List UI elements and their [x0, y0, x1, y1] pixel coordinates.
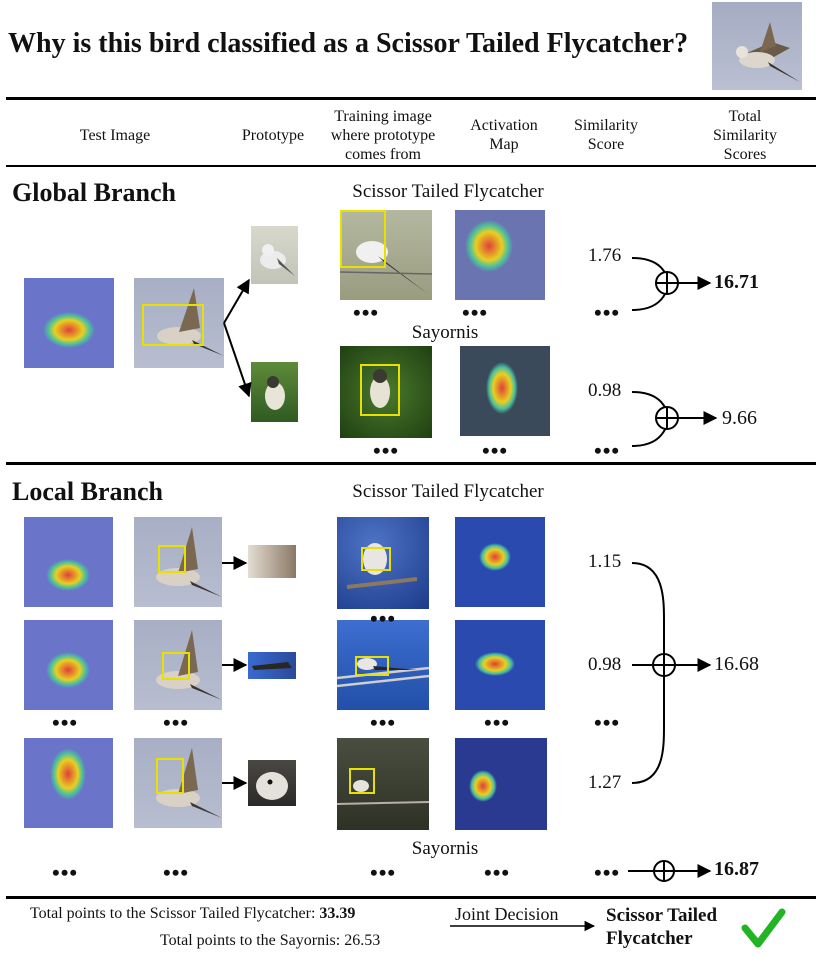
global-test-image — [134, 278, 224, 368]
global-ellipsis-train-b: ••• — [373, 438, 400, 463]
local-ellipsis-train-2: ••• — [370, 710, 397, 735]
local-activation-map-3 — [455, 738, 547, 830]
local-score-2: 0.98 — [588, 654, 622, 675]
local-prototype-2 — [248, 652, 296, 679]
joint-decision-label: Joint Decision — [455, 904, 559, 924]
local-class-a-label: Scissor Tailed Flycatcher — [352, 481, 544, 502]
global-score-b: 0.98 — [588, 380, 622, 401]
global-class-b-label: Sayornis — [411, 322, 479, 343]
local-test-image-2 — [134, 620, 222, 710]
col-total-similarity: Total Similarity Scores — [713, 108, 777, 163]
col-training-image: Training image where prototype comes fro… — [330, 108, 436, 163]
global-test-image-heatmap — [24, 278, 114, 368]
rule-footer — [6, 896, 816, 899]
local-score-3: 1.27 — [588, 772, 622, 793]
rule-header — [6, 165, 816, 167]
rule-top — [6, 97, 816, 100]
local-branch-heading: Local Branch — [12, 477, 163, 506]
flycatcher-total-points: 33.39 — [319, 905, 356, 922]
local-total-b: 16.87 — [714, 858, 759, 880]
global-score-a: 1.76 — [588, 245, 622, 266]
footer-line-1: Total points to the Scissor Tailed Flyca… — [30, 905, 356, 922]
local-training-image-1 — [337, 517, 429, 609]
local-ellipsis-train-1: ••• — [370, 606, 397, 631]
local-class-b-label: Sayornis — [411, 838, 479, 859]
rule-branch — [6, 462, 816, 465]
local-test-heatmap-2 — [24, 620, 113, 710]
local-training-image-2 — [337, 620, 429, 710]
global-class-a-label: Scissor Tailed Flycatcher — [352, 181, 544, 202]
global-ellipsis-act-b: ••• — [482, 438, 509, 463]
local-total-a: 16.68 — [714, 653, 759, 675]
global-training-image-b — [340, 346, 432, 438]
local-test-image-3 — [134, 738, 222, 828]
global-branch-heading: Global Branch — [12, 178, 176, 207]
global-ellipsis-act-a: ••• — [462, 300, 489, 325]
global-prototype-b — [251, 362, 298, 422]
local-prototype-3 — [248, 760, 296, 806]
local-test-heatmap-3 — [24, 738, 113, 828]
local-activation-map-1 — [455, 517, 545, 607]
global-total-b: 9.66 — [722, 407, 757, 429]
footer-line-2: Total points to the Sayornis: 26.53 — [160, 932, 381, 949]
global-ellipsis-score-a: ••• — [594, 300, 621, 325]
local-ellipsis-bottom-4: ••• — [484, 860, 511, 885]
local-test-heatmap-1 — [24, 517, 113, 607]
global-total-a: 16.71 — [714, 271, 759, 293]
local-ellipsis-bottom-1: ••• — [52, 860, 79, 885]
col-test-image: Test Image — [79, 127, 151, 144]
page-title: Why is this bird classified as a Scissor… — [8, 28, 689, 59]
local-ellipsis-test-heatmap: ••• — [52, 710, 79, 735]
check-icon — [741, 908, 786, 948]
local-ellipsis-act-2: ••• — [484, 710, 511, 735]
col-activation-map: Activation Map — [470, 117, 538, 153]
local-activation-map-2 — [455, 620, 545, 710]
col-prototype: Prototype — [241, 127, 305, 144]
col-similarity-score: Similarity Score — [574, 117, 638, 153]
local-score-1: 1.15 — [588, 551, 622, 572]
decision-result: Scissor Tailed Flycatcher — [606, 905, 718, 949]
local-ellipsis-bottom-2: ••• — [163, 860, 190, 885]
global-activation-map-b — [460, 346, 550, 436]
local-training-image-3 — [337, 738, 429, 830]
local-test-image-1 — [134, 517, 222, 607]
local-ellipsis-bottom-score: ••• — [594, 860, 621, 885]
global-activation-map-a — [455, 210, 545, 300]
global-prototype-a — [251, 226, 298, 284]
global-training-image-a — [340, 210, 432, 300]
local-ellipsis-test-image: ••• — [163, 710, 190, 735]
local-ellipsis-score: ••• — [594, 710, 621, 735]
local-prototype-1 — [248, 545, 296, 578]
local-ellipsis-bottom-3: ••• — [370, 860, 397, 885]
global-ellipsis-score-b: ••• — [594, 438, 621, 463]
query-bird-thumbnail — [712, 2, 802, 90]
global-ellipsis-train-a: ••• — [353, 300, 380, 325]
